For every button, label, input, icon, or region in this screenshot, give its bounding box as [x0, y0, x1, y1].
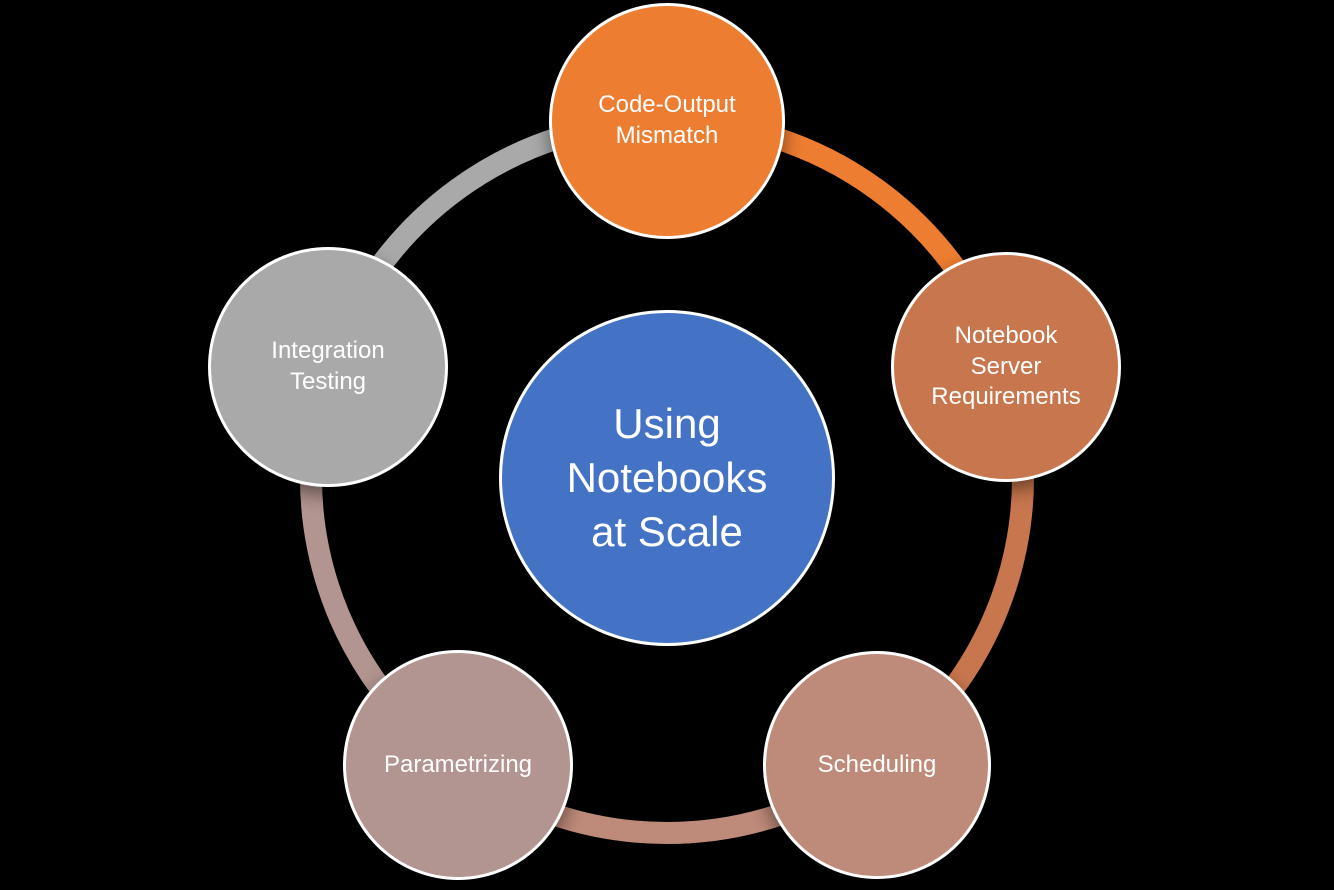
node-label: Scheduling — [817, 750, 937, 778]
node-label: Code-Output Mismatch — [598, 91, 736, 149]
node-parametrizing: Parametrizing — [343, 650, 573, 880]
node-label: Integration Testing — [271, 337, 385, 395]
node-label: Notebook Server Requirements — [931, 321, 1081, 411]
node-code-output-mismatch: Code-Output Mismatch — [549, 3, 785, 239]
node-center-using-notebooks-at-scale: Using Notebooks at Scale — [499, 310, 835, 646]
node-label: Parametrizing — [383, 750, 533, 778]
center-label: Using Notebooks at Scale — [566, 400, 768, 555]
node-integration-testing: Integration Testing — [208, 247, 448, 487]
node-notebook-server-requirements: Notebook Server Requirements — [891, 252, 1121, 482]
node-scheduling: Scheduling — [763, 651, 991, 879]
